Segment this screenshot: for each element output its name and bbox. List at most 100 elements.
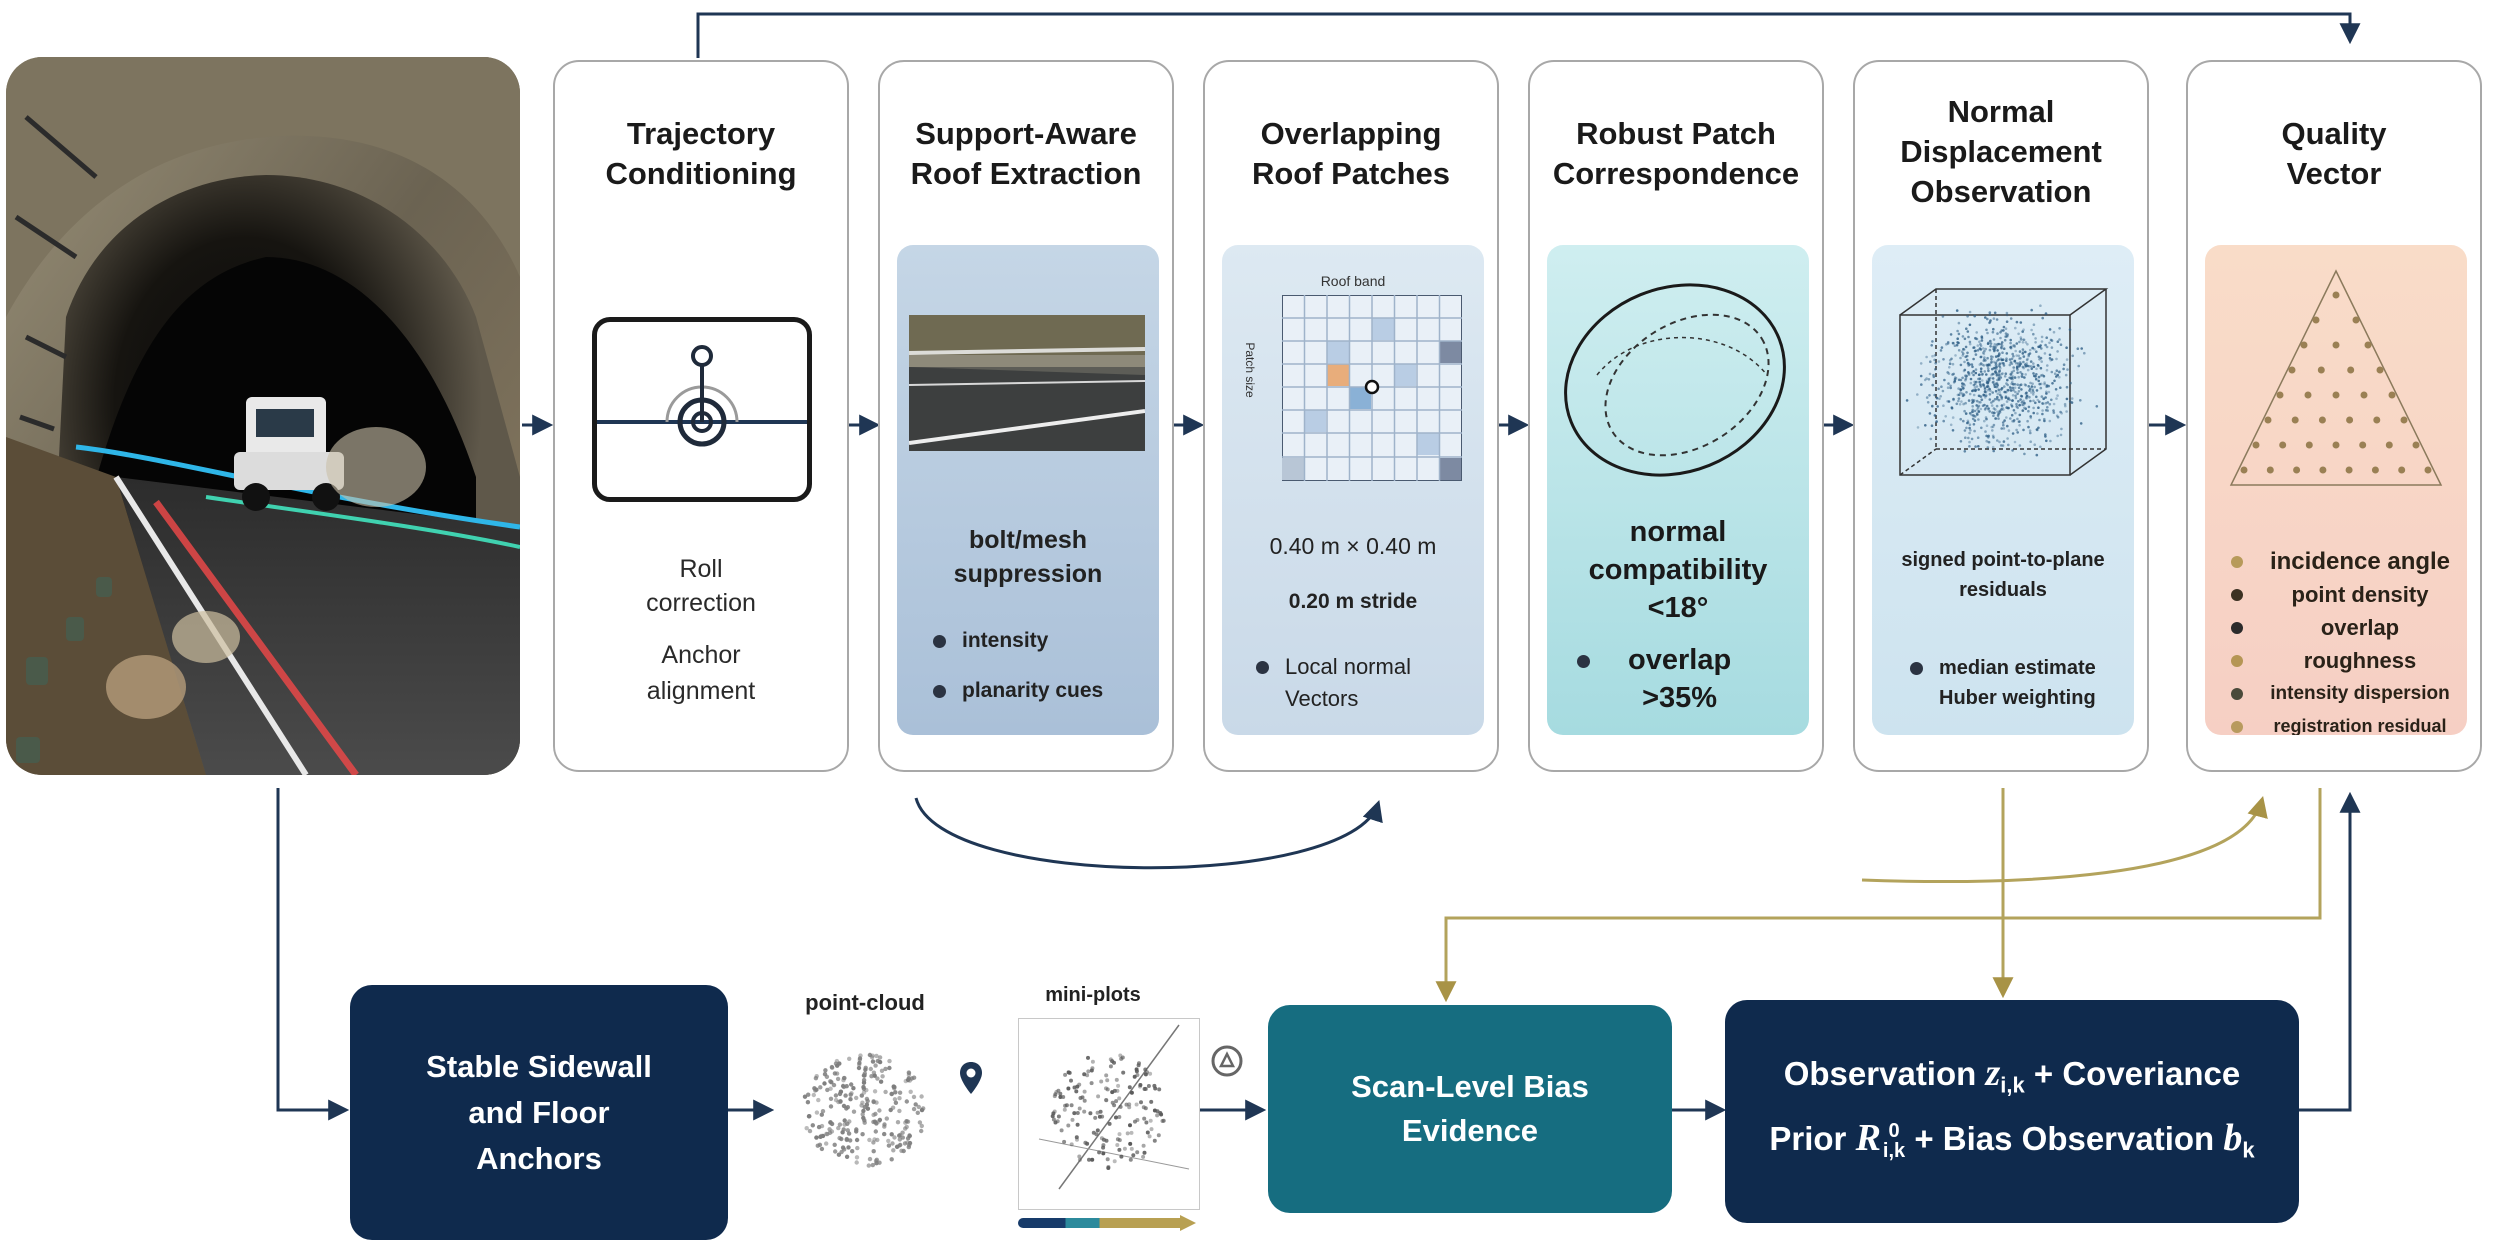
scatter-point — [1995, 385, 1998, 389]
scatter-point — [2022, 355, 2026, 358]
scatter-point — [1118, 1104, 1123, 1109]
scatter-point — [2016, 383, 2019, 386]
scatter-point — [818, 1134, 823, 1139]
scatter-point — [1964, 401, 1967, 405]
scatter-point — [1955, 309, 1959, 312]
scatter-point — [1965, 354, 1969, 358]
scatter-point — [1137, 1061, 1141, 1066]
scatter-point — [1989, 345, 1992, 348]
scatter-point — [839, 1149, 844, 1155]
mini-plots-label: mini-plots — [1045, 984, 1141, 1006]
scatter-point — [1960, 350, 1964, 353]
scatter-point — [841, 1075, 847, 1081]
scatter-point — [1998, 393, 2002, 397]
scatter-point — [2040, 360, 2043, 363]
scatter-point — [2002, 347, 2006, 350]
arrow-observation-to-quality — [2298, 791, 2361, 1112]
scatter-point — [1135, 1150, 1140, 1155]
scatter-point — [1991, 434, 1995, 438]
scatter-point — [1959, 440, 1963, 443]
scatter-point — [1973, 419, 1977, 422]
scatter-point — [865, 1098, 870, 1104]
scatter-point — [2001, 421, 2005, 424]
scatter-point — [1975, 380, 1978, 384]
scatter-point — [825, 1087, 830, 1093]
scatter-point — [1987, 369, 1990, 373]
scatter-point — [1129, 1130, 1134, 1135]
pyramid-marker — [2398, 466, 2406, 474]
scatter-point — [1104, 1138, 1109, 1143]
scatter-point — [1997, 398, 2001, 402]
scatter-point — [1946, 341, 1950, 344]
quality-item-label: intensity dispersion — [2270, 682, 2450, 704]
scatter-point — [1106, 1166, 1111, 1170]
scatter-point — [1988, 410, 1991, 413]
scatter-point — [1994, 355, 1998, 358]
scatter-point — [2001, 372, 2004, 375]
scatter-point — [854, 1160, 859, 1165]
scatter-point — [1142, 1150, 1147, 1155]
scatter-point — [1973, 429, 1976, 433]
scatter-point — [1931, 383, 1934, 387]
scatter-point — [1919, 374, 1923, 378]
scatter-point — [2025, 362, 2028, 365]
scatter-point — [2048, 419, 2052, 423]
scatter-point — [2037, 426, 2040, 430]
scatter-point — [1105, 1087, 1110, 1092]
scatter-point — [1129, 1146, 1134, 1151]
scatter-point — [2056, 340, 2060, 343]
pyramid-marker — [2279, 441, 2287, 449]
arrow-head-icon — [1180, 1215, 1196, 1231]
scatter-point — [1062, 1107, 1067, 1112]
scatter-point — [1975, 385, 1979, 388]
scatter-point — [1995, 404, 1999, 408]
scatter-point — [862, 1071, 867, 1076]
scatter-point — [2019, 362, 2022, 365]
scatter-point — [2052, 411, 2056, 414]
scatter-point — [1051, 1111, 1056, 1116]
pyramid-marker — [2345, 466, 2353, 474]
scatter-point — [1094, 1132, 1099, 1137]
scatter-point — [1994, 408, 1997, 411]
scatter-point — [2040, 335, 2044, 339]
scatter-point — [1979, 343, 1982, 346]
scatter-point — [1129, 1090, 1134, 1095]
scatter-point — [1968, 392, 1972, 396]
scatter-point — [1987, 377, 1991, 381]
scatter-point — [1951, 362, 1955, 366]
scatter-point — [1968, 340, 1972, 344]
scatter-point — [2012, 388, 2015, 392]
scatter-point — [1946, 386, 1950, 389]
scatter-point — [1112, 1159, 1117, 1164]
scatter-point — [2032, 365, 2036, 369]
scatter-point — [1968, 426, 1971, 430]
scatter-point — [2025, 358, 2029, 362]
scatter-point — [1936, 405, 1939, 408]
scatter-point — [1059, 1128, 1064, 1133]
scatter-point — [1956, 341, 1959, 344]
scatter-point — [1987, 407, 1990, 410]
scatter-point — [2002, 325, 2006, 329]
scatter-point — [897, 1096, 902, 1101]
scatter-point — [2017, 332, 2020, 336]
scatter-point — [1108, 1064, 1113, 1069]
scatter-point — [875, 1137, 880, 1143]
scatter-point — [2037, 375, 2041, 379]
scatter-point — [2046, 409, 2049, 412]
scatter-point — [1093, 1115, 1098, 1120]
scatter-point — [874, 1161, 879, 1166]
scatter-point — [1972, 346, 1975, 349]
scatter-point — [2006, 378, 2009, 382]
scatter-point — [2023, 402, 2027, 405]
scatter-point — [1967, 371, 1970, 374]
scatter-point — [1978, 380, 1982, 384]
scatter-point — [2002, 403, 2006, 406]
scatter-point — [1971, 389, 1974, 393]
scatter-point — [2027, 425, 2030, 429]
scatter-point — [1967, 335, 1970, 339]
scatter-point — [2027, 405, 2031, 409]
scatter-point — [1951, 341, 1955, 345]
scatter-point — [2014, 394, 2017, 398]
pyramid-marker — [2359, 441, 2367, 449]
scatter-point — [1956, 329, 1959, 333]
